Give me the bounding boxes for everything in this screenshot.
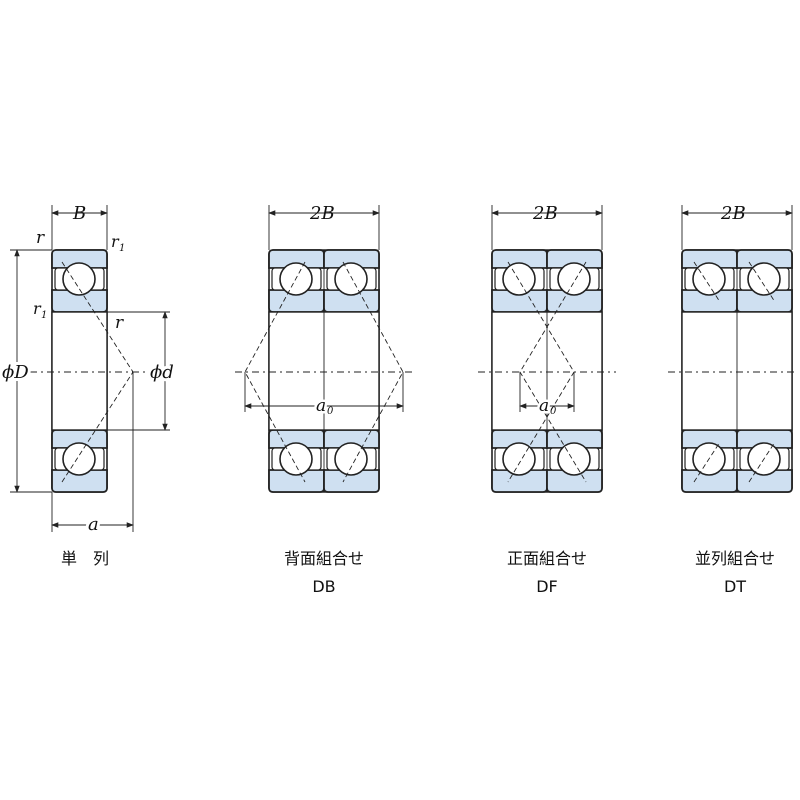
label-r1-top-sub: 1 [119,243,125,254]
label-a0-db-sub: 0 [327,406,334,417]
caption-df-jp: 正面組合せ [506,549,587,568]
caption-single-row: 単 列 [60,549,109,568]
caption-dt-jp: 並列組合せ [694,549,775,568]
caption-df-en: DF [536,577,558,596]
label-2B-db: 2B [309,203,335,224]
label-a0-db: a [316,396,326,416]
caption-db-jp: 背面組合せ [283,549,364,568]
label-r1-left-sub: 1 [41,310,47,321]
label-a: a [88,514,99,535]
label-phid: ϕd [150,362,174,383]
label-phiD: ϕD [2,362,29,383]
df-bearing-pair [478,205,616,493]
label-a0-df: a [539,396,549,416]
label-2B-dt: 2B [720,203,746,224]
single-row-bearing [10,205,170,532]
label-a0-df-sub: 0 [550,406,557,417]
db-bearing-pair [235,205,415,493]
label-2B-df: 2B [532,203,558,224]
caption-db-en: DB [312,577,336,596]
dt-bearing-pair [668,205,798,493]
label-r1-top: r [111,232,120,251]
label-r-right: r [115,313,124,333]
caption-dt-en: DT [723,577,747,596]
label-r1-left: r [33,299,42,318]
label-B: B [72,203,86,224]
label-r-top: r [36,228,45,248]
